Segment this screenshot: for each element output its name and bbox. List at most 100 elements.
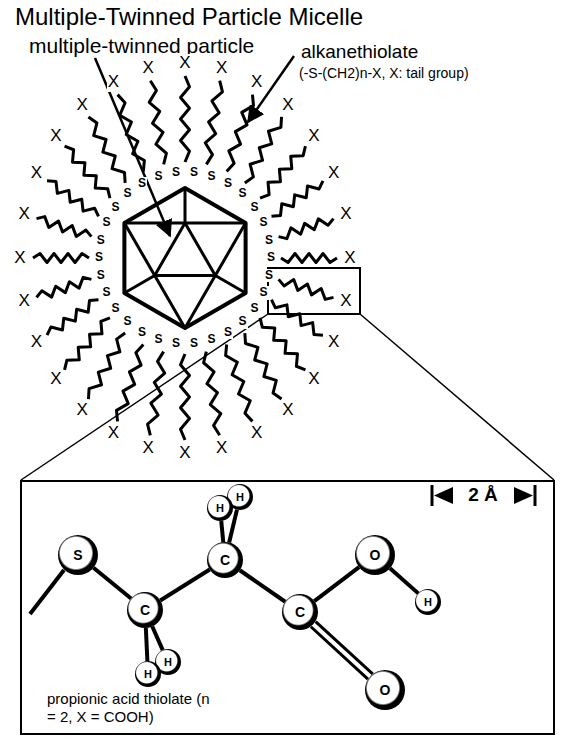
- atom-symbol: O: [370, 547, 381, 563]
- tail-group: X: [13, 249, 26, 268]
- alkane-chains: [33, 76, 337, 440]
- alkane-chain: [205, 81, 222, 165]
- sulfur-atom: S: [171, 337, 181, 350]
- atom-sphere: O: [365, 670, 405, 710]
- alkane-chain: [260, 318, 305, 370]
- atom-sphere: H: [135, 661, 161, 687]
- atom-sphere: O: [355, 535, 395, 575]
- sulfur-atom: S: [110, 302, 120, 315]
- sulfur-atom: S: [207, 170, 217, 183]
- sulfur-atom: S: [189, 166, 199, 179]
- tail-group: X: [343, 249, 356, 268]
- alkane-chain: [149, 81, 166, 165]
- sulfur-atom: S: [264, 234, 274, 247]
- tail-group: X: [142, 59, 155, 78]
- sulfur-atom: S: [96, 234, 106, 247]
- sulfur-atom: S: [153, 333, 163, 346]
- tail-group: X: [17, 205, 30, 224]
- bond-line: [93, 568, 131, 599]
- bond-line: [160, 570, 209, 601]
- alkane-chain: [36, 277, 91, 297]
- part-label: alkanethiolate: [300, 42, 419, 63]
- tail-group: X: [307, 370, 320, 389]
- alkane-chain: [271, 181, 322, 217]
- tail-group: X: [339, 292, 352, 311]
- bond-line: [311, 622, 373, 679]
- alkane-chain: [271, 300, 322, 336]
- tail-group: X: [281, 401, 294, 420]
- tail-group: X: [215, 439, 228, 458]
- sulfur-atom: S: [207, 333, 217, 346]
- sulfur-atom: S: [153, 170, 163, 183]
- bond-line: [240, 570, 285, 601]
- alkane-chain: [279, 219, 334, 239]
- alkane-chain: [226, 344, 253, 421]
- sulfur-atom: S: [259, 286, 269, 299]
- alkane-chain: [245, 117, 282, 183]
- sulfur-atom: S: [137, 326, 147, 339]
- tail-group: X: [75, 96, 88, 115]
- alkane-chain: [36, 217, 91, 237]
- sulfur-atom: S: [238, 187, 248, 200]
- sulfur-atom: S: [250, 201, 260, 214]
- alkane-chain: [227, 95, 254, 172]
- particle-outline: [124, 188, 245, 328]
- sulfur-atom: S: [101, 216, 111, 229]
- alkane-chain: [279, 279, 334, 299]
- tail-group: X: [178, 444, 191, 463]
- atom-symbol: C: [140, 602, 150, 618]
- alkane-chain: [47, 181, 98, 217]
- twinned-particle: [124, 188, 245, 328]
- atom-sphere: C: [127, 592, 163, 628]
- chain-bond: [30, 570, 64, 614]
- alkane-chain: [245, 333, 282, 399]
- sulfur-atom: S: [137, 177, 147, 190]
- atom-symbol: H: [424, 596, 432, 608]
- atom-symbol: H: [236, 491, 244, 503]
- sulfur-atom: S: [223, 177, 233, 190]
- tail-group: X: [327, 333, 340, 352]
- particle-facet: [155, 223, 216, 276]
- zoom-line: [360, 314, 554, 480]
- scale-bar: [432, 485, 535, 506]
- tail-group: X: [107, 73, 120, 92]
- bond-line: [221, 521, 223, 542]
- tail-group: X: [250, 73, 263, 92]
- sulfur-atom: S: [266, 251, 276, 264]
- inset-box: propionic acid thiolate (n = 2, X = COOH…: [20, 480, 555, 735]
- alkane-chain: [88, 117, 125, 183]
- bond-line: [314, 567, 359, 601]
- tail-group: X: [30, 164, 43, 183]
- sulfur-atom: S: [96, 269, 106, 282]
- leader-arrow: [95, 58, 170, 236]
- sulfur-atom: S: [101, 286, 111, 299]
- part-label: multiple-twinned particle: [28, 34, 255, 57]
- atom-sphere: C: [207, 542, 243, 578]
- sulfur-atom: S: [238, 315, 248, 328]
- tail-group: X: [107, 424, 120, 443]
- alkane-chain: [204, 352, 221, 436]
- tail-group: X: [215, 59, 228, 78]
- particle-edges: [124, 188, 245, 328]
- scale-label: 2 Å: [467, 485, 499, 506]
- sulfur-atom: S: [250, 302, 260, 315]
- tail-group: X: [49, 127, 62, 146]
- tail-group: X: [327, 164, 340, 183]
- sulfur-atom: S: [110, 201, 120, 214]
- atom-symbol: H: [144, 668, 152, 680]
- atom-sphere: H: [415, 589, 441, 615]
- tail-group: X: [281, 96, 294, 115]
- bond-line: [152, 626, 162, 650]
- alkane-chain: [260, 146, 305, 198]
- alkane-chain: [88, 333, 125, 399]
- zoom-box: [268, 268, 360, 314]
- tail-group: X: [30, 333, 43, 352]
- sulfur-atom: S: [122, 187, 132, 200]
- tail-group: X: [250, 424, 263, 443]
- atom-symbol: S: [73, 547, 82, 563]
- bonds: [93, 510, 418, 679]
- sulfur-atom: S: [94, 251, 104, 264]
- atom-sphere: S: [58, 535, 98, 575]
- alkane-chain: [181, 76, 190, 162]
